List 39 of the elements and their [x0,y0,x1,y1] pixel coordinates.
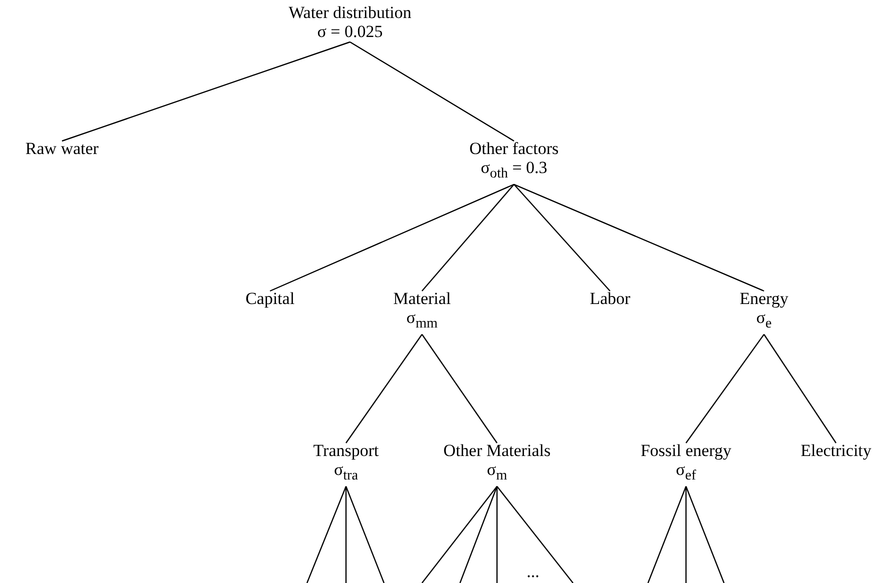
connector-line [496,486,574,583]
connector-line [686,334,764,444]
parameter-label: σ$_{mm}$ [405,308,439,334]
connector-line [345,486,347,583]
parameter-label: σ$_{oth}$ = 0.3 [480,158,548,184]
connector-line [514,184,764,292]
connector-line [350,41,514,142]
connector-line [346,334,422,444]
connector-line [62,41,350,142]
connector-line [496,486,498,583]
node-label: Electricity [800,441,872,460]
node-label: Water distribution [288,3,412,22]
node-label: Energy [740,289,788,308]
node-label: Labor [590,289,630,308]
connector-line [685,486,725,583]
connector-line [306,486,347,583]
node-label: Material [393,289,451,308]
connector-line [764,334,836,444]
connector-line [647,486,687,583]
node-label: Capital [245,289,295,308]
connector-line [345,486,385,583]
connector-line [422,486,498,583]
node-label: Other Materials [443,441,551,460]
connector-line [422,184,514,292]
node-label: Raw water [25,139,99,158]
node-label: Fossil energy [640,441,732,460]
ellipsis-label: ... [526,562,540,582]
parameter-label: σ$_{m}$ [486,460,508,486]
parameter-label: σ$_{e}$ [755,308,773,334]
connector-line [685,486,687,583]
parameter-label: σ$_{tra}$ [332,460,360,486]
node-label: Transport [313,441,379,460]
connector-line [270,184,514,292]
connector-line [459,486,498,583]
connector-line [422,334,498,444]
node-label: Other factors [469,139,559,158]
parameter-label: σ$_{ef}$ [674,460,698,486]
connector-line [514,184,610,292]
parameter-label: σ = 0.025 [316,22,384,41]
